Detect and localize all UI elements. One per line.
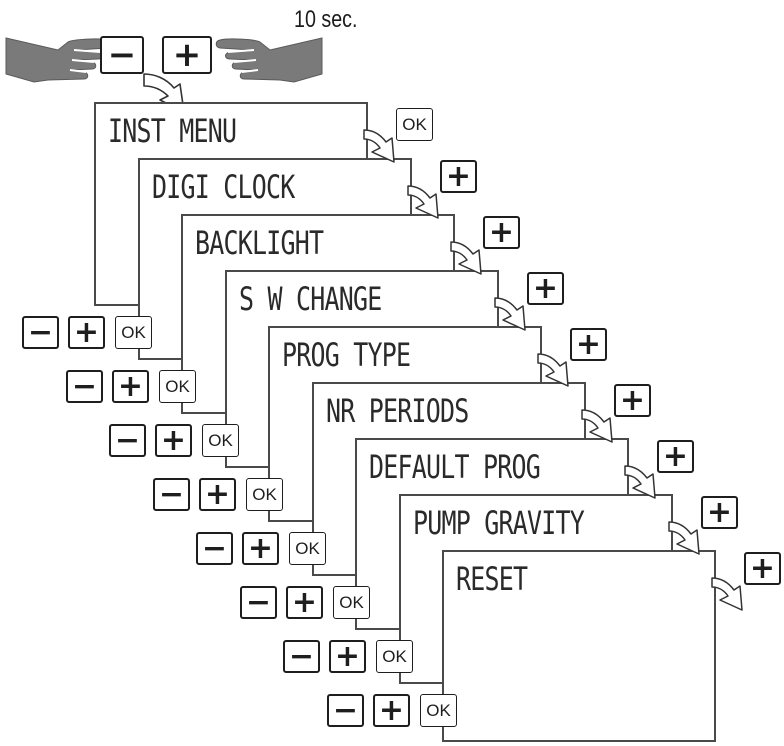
- screen-label: DIGI CLOCK: [152, 168, 295, 206]
- ok-button[interactable]: OK: [420, 694, 457, 727]
- next-plus-button[interactable]: +: [483, 216, 520, 249]
- next-arrow-icon: [581, 409, 613, 443]
- next-ok-button[interactable]: OK: [396, 108, 433, 141]
- minus-button[interactable]: −: [66, 370, 103, 403]
- screen-label: S W CHANGE: [239, 280, 382, 318]
- plus-button[interactable]: +: [242, 532, 279, 565]
- minus-button[interactable]: −: [196, 532, 233, 565]
- screen-label: NR PERIODS: [326, 392, 469, 430]
- next-arrow-icon: [363, 129, 395, 163]
- ok-button[interactable]: OK: [115, 316, 152, 349]
- plus-button[interactable]: +: [155, 424, 192, 457]
- screen-label: PROG TYPE: [282, 336, 411, 374]
- ok-button[interactable]: OK: [202, 424, 239, 457]
- plus-button[interactable]: +: [68, 316, 105, 349]
- ok-button[interactable]: OK: [333, 586, 370, 619]
- plus-button[interactable]: +: [373, 694, 410, 727]
- next-plus-button[interactable]: +: [701, 496, 738, 529]
- next-plus-button[interactable]: +: [744, 552, 781, 585]
- screen-label: RESET: [456, 560, 528, 598]
- plus-button[interactable]: +: [199, 478, 236, 511]
- next-arrow-icon: [711, 577, 743, 611]
- screen-label: DEFAULT PROG: [369, 448, 541, 486]
- next-arrow-icon: [450, 241, 482, 275]
- screen-label: PUMP GRAVITY: [413, 504, 585, 542]
- plus-button[interactable]: +: [329, 640, 366, 673]
- next-arrow-icon: [537, 353, 569, 387]
- ok-button[interactable]: OK: [246, 478, 283, 511]
- minus-button[interactable]: −: [22, 316, 59, 349]
- next-plus-button[interactable]: +: [440, 160, 477, 193]
- next-arrow-icon: [624, 465, 656, 499]
- minus-button[interactable]: −: [153, 478, 190, 511]
- plus-button[interactable]: +: [112, 370, 149, 403]
- ok-button[interactable]: OK: [159, 370, 196, 403]
- next-arrow-icon: [407, 185, 439, 219]
- next-plus-button[interactable]: +: [527, 272, 564, 305]
- minus-button[interactable]: −: [240, 586, 277, 619]
- screen-label: INST MENU: [108, 112, 237, 150]
- next-plus-button[interactable]: +: [570, 328, 607, 361]
- next-arrow-icon: [668, 521, 700, 555]
- minus-button[interactable]: −: [283, 640, 320, 673]
- hold-duration-label: 10 sec.: [294, 6, 358, 33]
- ok-button[interactable]: OK: [376, 640, 413, 673]
- ok-button[interactable]: OK: [289, 532, 326, 565]
- hold-plus-button[interactable]: +: [162, 36, 212, 74]
- minus-button[interactable]: −: [109, 424, 146, 457]
- screen-label: BACKLIGHT: [195, 224, 324, 262]
- plus-button[interactable]: +: [286, 586, 323, 619]
- hold-minus-button[interactable]: −: [100, 36, 144, 74]
- next-plus-button[interactable]: +: [614, 384, 651, 417]
- next-arrow-icon: [494, 297, 526, 331]
- minus-button[interactable]: −: [327, 694, 364, 727]
- next-plus-button[interactable]: +: [657, 440, 694, 473]
- right-hand-icon: [215, 37, 323, 83]
- screen-reset: RESET: [442, 550, 716, 742]
